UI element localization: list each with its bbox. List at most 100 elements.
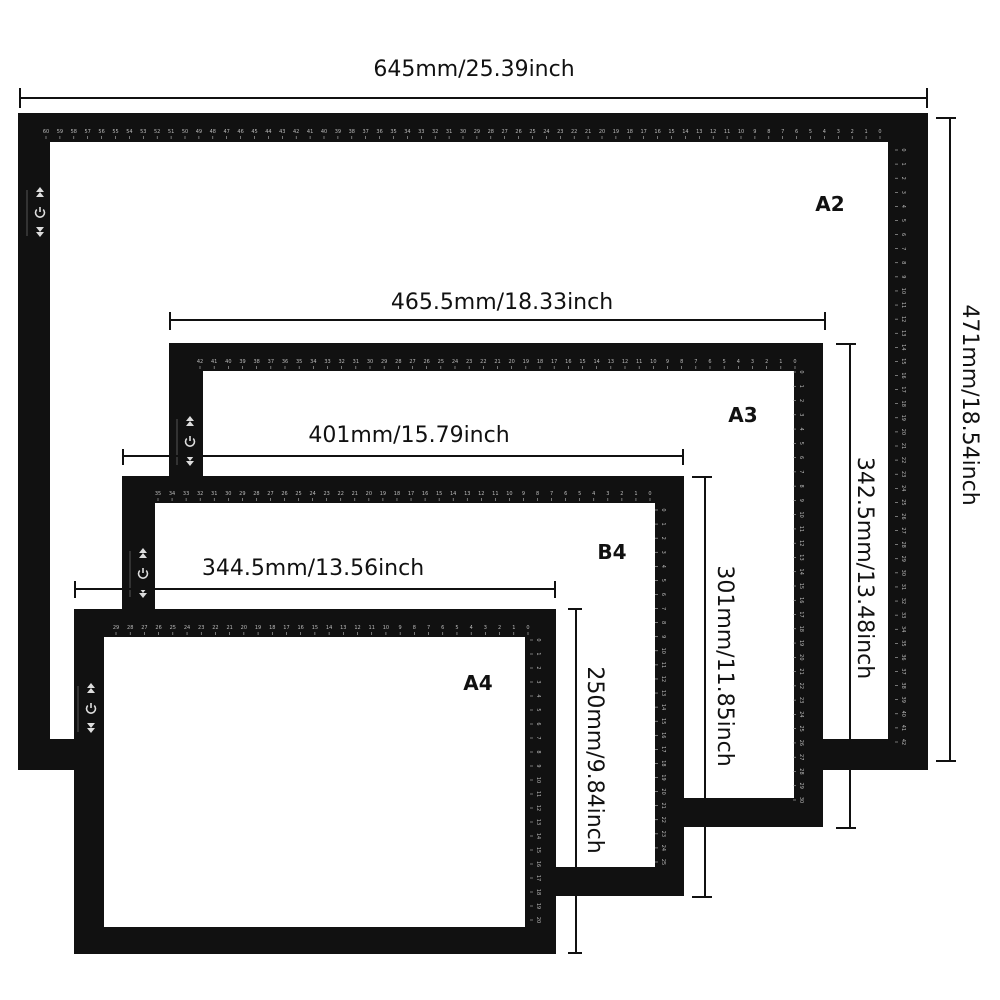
ruler-tick-label: 2 (535, 666, 541, 669)
ruler-tick-label: 5 (798, 442, 804, 445)
power-icon[interactable] (184, 436, 196, 447)
ruler-tick-label: 24 (660, 845, 666, 851)
ruler-tick-label: 27 (798, 754, 804, 760)
ruler-tick-label: 32 (900, 598, 906, 604)
ruler-tick-label: 25 (900, 499, 906, 505)
ruler-tick-label: 16 (565, 359, 571, 365)
ruler-tick-label: 14 (535, 833, 541, 839)
arrow-down-double-icon[interactable] (186, 456, 194, 466)
ruler-tick-label: 21 (352, 491, 358, 497)
ruler-tick-label: 17 (900, 386, 906, 392)
ruler-tick-label: 31 (211, 491, 217, 497)
ruler-tick-label: 39 (335, 129, 341, 135)
ruler-tick-label: 20 (798, 654, 804, 660)
ruler-tick-label: 11 (660, 662, 666, 668)
ruler-tick-label: 34 (404, 129, 410, 135)
width-dimension-a3 (169, 312, 826, 330)
ruler-tick-label: 23 (198, 625, 204, 631)
ruler-tick-label: 10 (535, 777, 541, 783)
ruler-tick-label: 59 (57, 129, 63, 135)
power-icon[interactable] (137, 568, 149, 579)
ruler-tick-label: 10 (738, 129, 744, 135)
ruler-tick-label: 35 (900, 640, 906, 646)
ruler-tick-label: 29 (900, 556, 906, 562)
ruler-tick-label: 11 (724, 129, 730, 135)
ruler-tick-label: 8 (798, 485, 804, 488)
power-icon[interactable] (85, 703, 97, 714)
ruler-tick-label: 21 (494, 359, 500, 365)
power-icon[interactable] (34, 207, 46, 218)
ruler-tick-label: 26 (900, 513, 906, 519)
ruler-tick-label: 3 (606, 491, 609, 497)
width-dimension-a2 (19, 88, 928, 108)
ruler-tick-label: 17 (408, 491, 414, 497)
ruler-tick-label: 12 (535, 805, 541, 811)
ruler-tick-label: 1 (798, 385, 804, 388)
ruler-tick-label: 34 (900, 626, 906, 632)
ruler-tick-label: 4 (798, 427, 804, 430)
arrow-up-double-icon[interactable] (139, 548, 147, 558)
ruler-tick-label: 15 (312, 625, 318, 631)
ruler-tick-label: 4 (592, 491, 595, 497)
ruler-tick-label: 27 (409, 359, 415, 365)
ruler-tick-label: 31 (446, 129, 452, 135)
height-dimension-a4 (568, 608, 582, 954)
ruler-tick-label: 0 (798, 370, 804, 373)
ruler-tick-label: 1 (865, 129, 868, 135)
ruler-tick-label: 29 (474, 129, 480, 135)
ruler-tick-label: 10 (650, 359, 656, 365)
arrow-down-double-icon[interactable] (36, 227, 44, 237)
ruler-tick-label: 26 (515, 129, 521, 135)
ruler-tick-label: 17 (641, 129, 647, 135)
ruler-tick-label: 40 (321, 129, 327, 135)
ruler-tick-label: 16 (900, 372, 906, 378)
side-ruler-b4: 0123456789101112131415161718192021222324… (655, 508, 666, 865)
ruler-tick-label: 56 (98, 129, 104, 135)
ruler-tick-label: 18 (535, 889, 541, 895)
ruler-tick-label: 13 (340, 625, 346, 631)
ruler-tick-label: 33 (900, 612, 906, 618)
ruler-tick-label: 9 (798, 499, 804, 502)
ruler-tick-label: 15 (579, 359, 585, 365)
ruler-tick-label: 23 (798, 697, 804, 703)
arrow-up-double-icon[interactable] (87, 683, 95, 693)
ruler-tick-label: 14 (798, 569, 804, 575)
ruler-tick-label: 0 (900, 148, 906, 151)
ruler-tick-label: 4 (660, 565, 666, 568)
ruler-tick-label: 0 (526, 625, 529, 631)
ruler-tick-label: 17 (660, 746, 666, 752)
ruler-tick-label: 23 (660, 831, 666, 837)
ruler-tick-label: 7 (798, 470, 804, 473)
ruler-tick-label: 27 (267, 491, 273, 497)
ruler-tick-label: 18 (394, 491, 400, 497)
ruler-tick-label: 30 (225, 491, 231, 497)
ruler-tick-label: 5 (809, 129, 812, 135)
arrow-up-double-icon[interactable] (186, 416, 194, 426)
ruler-tick-label: 12 (660, 676, 666, 682)
ruler-tick-label: 24 (900, 485, 906, 491)
ruler-tick-label: 1 (660, 522, 666, 525)
ruler-tick-label: 5 (578, 491, 581, 497)
ruler-tick-label: 0 (648, 491, 651, 497)
ruler-tick-label: 21 (798, 668, 804, 674)
arrow-up-double-icon[interactable] (36, 187, 44, 197)
ruler-tick-label: 40 (225, 359, 231, 365)
ruler-tick-label: 22 (900, 457, 906, 463)
ruler-tick-label: 18 (269, 625, 275, 631)
ruler-tick-label: 20 (599, 129, 605, 135)
light-panel-a4 (104, 637, 525, 927)
ruler-tick-label: 26 (798, 740, 804, 746)
ruler-tick-label: 60 (43, 129, 49, 135)
ruler-tick-label: 1 (900, 163, 906, 166)
ruler-tick-label: 57 (85, 129, 91, 135)
ruler-tick-label: 4 (900, 205, 906, 208)
ruler-tick-label: 19 (900, 415, 906, 421)
ruler-tick-label: 42 (197, 359, 203, 365)
ruler-tick-label: 20 (660, 788, 666, 794)
ruler-tick-label: 25 (660, 859, 666, 865)
ruler-tick-label: 2 (851, 129, 854, 135)
ruler-tick-label: 29 (239, 491, 245, 497)
ruler-tick-label: 16 (298, 625, 304, 631)
arrow-down-double-icon[interactable] (87, 723, 95, 733)
